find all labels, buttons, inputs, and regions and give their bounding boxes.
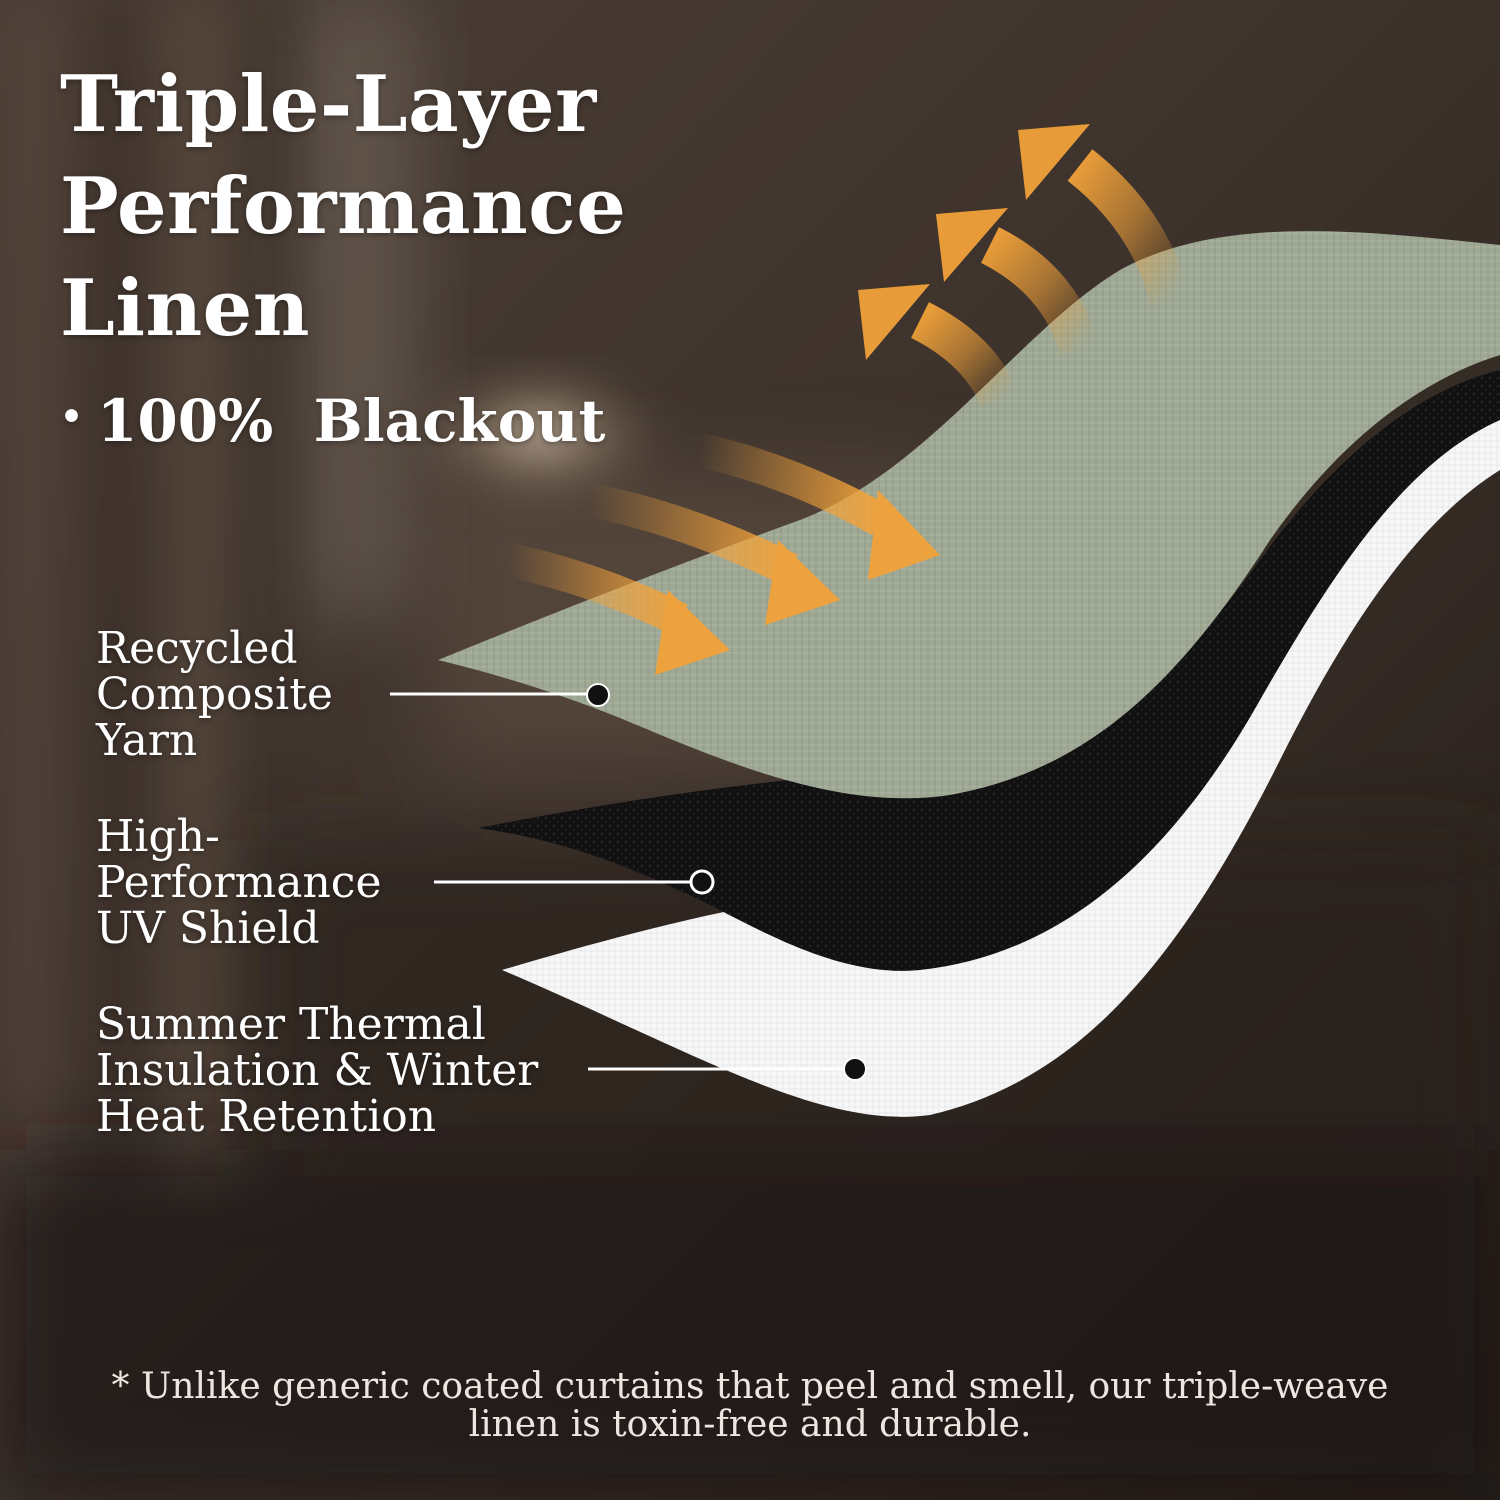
layer-label-line: UV Shield [96, 903, 320, 954]
curved-arrow-icon [1018, 124, 1190, 306]
layer-label-recycled-composite-yarn: Recycled Composite Yarn [96, 626, 333, 764]
headline-line-3: Linen [60, 263, 311, 354]
thermal-layer-swatch [502, 400, 1500, 1117]
footnote-line-2: linen is toxin-free and durable. [468, 1404, 1032, 1445]
curved-arrow-icon [506, 543, 730, 675]
bullet-dot: • [60, 396, 84, 438]
curved-arrow-icon [586, 483, 840, 625]
curved-arrow-icon [936, 208, 1100, 356]
layer-label-thermal-layer: Summer Thermal Insulation & Winter Heat … [96, 1002, 538, 1140]
layer-label-uv-shield: High- Performance UV Shield [96, 814, 381, 952]
layer-label-line: Heat Retention [96, 1091, 437, 1142]
layer-label-line: High- [96, 811, 220, 862]
connector-thermal-layer [588, 1057, 867, 1081]
curved-arrow-icon [858, 284, 1019, 409]
layer-label-line: Summer Thermal [96, 999, 486, 1050]
blackout-bullet: • 100% Blackout [60, 382, 605, 456]
connector-recycled-composite-yarn [390, 683, 610, 707]
layer-label-line: Performance [96, 857, 382, 908]
layer-label-line: Yarn [96, 715, 198, 766]
headline: Triple-Layer Performance Linen [60, 54, 626, 360]
layer-label-line: Recycled [96, 623, 298, 674]
connector-uv-shield [434, 869, 715, 895]
curved-arrow-icon [696, 433, 940, 580]
headline-line-2: Performance [60, 161, 627, 252]
layer-label-line: Insulation & Winter [96, 1045, 539, 1096]
bullet-text: 100% Blackout [97, 387, 606, 455]
footnote-line-1: * Unlike generic coated curtains that pe… [111, 1366, 1389, 1407]
headline-line-1: Triple-Layer [60, 59, 597, 150]
layer-label-line: Composite [96, 669, 333, 720]
uv-shield-swatch [478, 370, 1500, 971]
footnote: * Unlike generic coated curtains that pe… [60, 1368, 1440, 1444]
